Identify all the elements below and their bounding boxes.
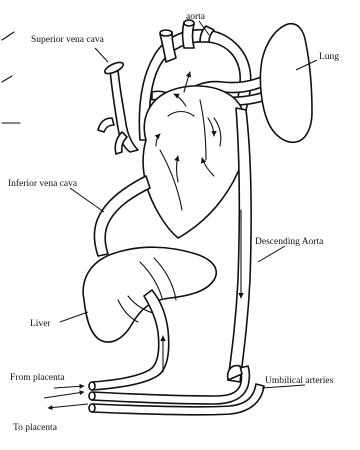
heart bbox=[143, 86, 247, 238]
inferior-vena-cava bbox=[95, 176, 151, 256]
superior-vena-cava bbox=[98, 60, 138, 154]
label-descending-aorta: Descending Aorta bbox=[255, 237, 324, 247]
label-lung: Lung bbox=[319, 52, 339, 62]
lung bbox=[260, 24, 312, 143]
placenta-flow-arrows bbox=[44, 386, 88, 408]
label-liver: Liver bbox=[30, 319, 51, 329]
page-edge-marks bbox=[2, 32, 20, 123]
label-umbilical-arteries: Umbilical arteries bbox=[265, 376, 334, 386]
label-aorta: aorta bbox=[186, 12, 206, 22]
label-to-placenta: To placenta bbox=[13, 423, 58, 433]
label-from-placenta: From placenta bbox=[10, 373, 65, 383]
label-inferior-vena-cava: Inferior vena cava bbox=[8, 178, 78, 189]
umbilical-arteries bbox=[89, 366, 264, 415]
label-superior-vena-cava: Superior vena cava bbox=[31, 35, 105, 45]
